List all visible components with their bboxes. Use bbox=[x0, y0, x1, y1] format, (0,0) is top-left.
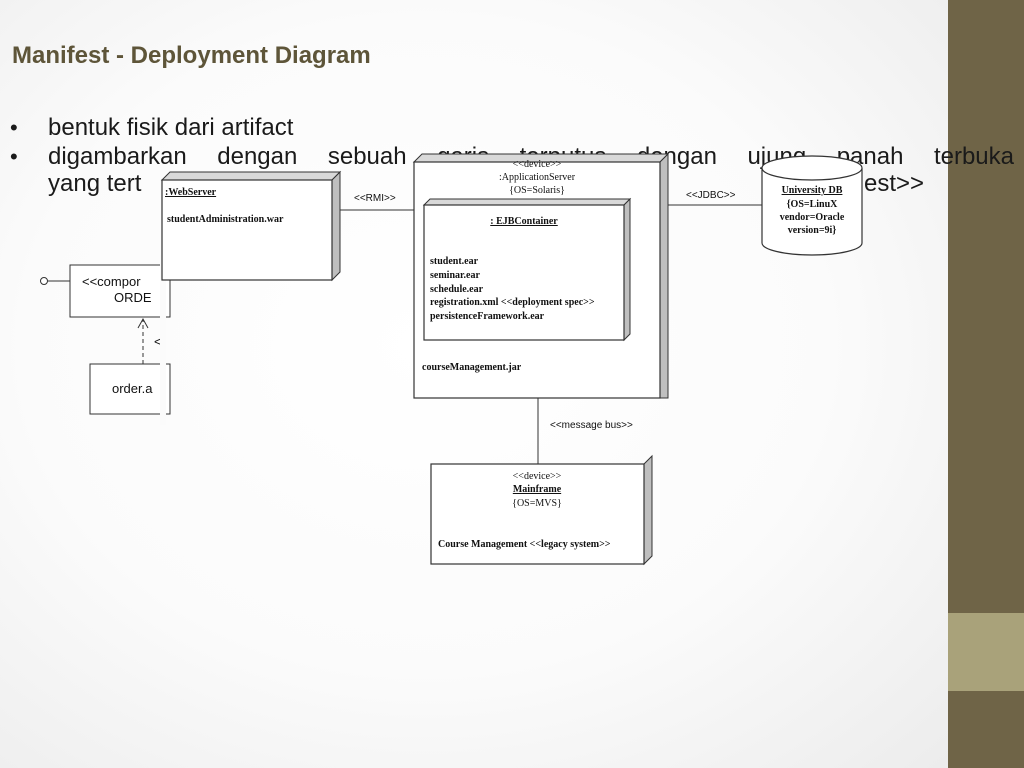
artifact-name: order.a bbox=[112, 381, 153, 396]
node-stereotype: <<device>> bbox=[513, 159, 562, 170]
database-property: {OS=LinuX bbox=[787, 199, 839, 210]
database-name: University DB bbox=[782, 185, 843, 196]
node-front-face bbox=[161, 179, 333, 281]
node-front-face bbox=[430, 463, 645, 565]
slide-title: Manifest - Deployment Diagram bbox=[12, 42, 371, 69]
node-name: :ApplicationServer bbox=[499, 172, 576, 183]
artifact-box bbox=[89, 363, 171, 415]
container-side-face bbox=[623, 197, 631, 342]
sidebar-band-accent bbox=[948, 613, 1024, 691]
mainframe-node: <<device>> Mainframe {OS=MVS} Course Man… bbox=[430, 454, 653, 566]
jdbc-connector: <<JDBC>> bbox=[668, 190, 762, 206]
manifest-label: < bbox=[154, 334, 162, 349]
rmi-connector: <<RMI>> bbox=[340, 193, 414, 211]
ejb-container-node: : EJBContainer student.ear seminar.ear s… bbox=[422, 197, 632, 342]
left-artifact: order.a bbox=[89, 363, 171, 415]
node-properties: {OS=MVS} bbox=[512, 498, 562, 509]
node-side-face bbox=[331, 170, 341, 282]
connector-label: <<JDBC>> bbox=[686, 190, 736, 201]
database-property: version=9i} bbox=[788, 225, 837, 236]
message-bus-connector: <<message bus>> bbox=[537, 398, 633, 464]
container-front-face bbox=[423, 204, 625, 341]
database-property: vendor=Oracle bbox=[780, 212, 845, 223]
database-body bbox=[761, 168, 863, 256]
node-artifact: courseManagement.jar bbox=[422, 362, 522, 373]
component-stereotype: <<compor bbox=[82, 274, 141, 289]
node-side-face bbox=[659, 152, 669, 399]
bullet-text-fragment: est>> bbox=[864, 170, 925, 197]
database-node: University DB {OS=LinuX vendor=Oracle ve… bbox=[761, 155, 863, 256]
container-item: student.ear bbox=[430, 256, 479, 267]
node-name: Mainframe bbox=[513, 484, 562, 495]
node-top-face bbox=[160, 171, 342, 181]
node-artifact: Course Management <<legacy system>> bbox=[438, 539, 611, 550]
bullet-text-continued: yang tert bbox=[48, 170, 141, 197]
node-properties: {OS=Solaris} bbox=[509, 185, 565, 196]
container-name: : EJBContainer bbox=[490, 216, 558, 227]
component-name: ORDE bbox=[114, 290, 152, 305]
deployment-diagram: <<compor ORDE < order.a :WebServer stude… bbox=[40, 152, 863, 566]
node-name: :WebServer bbox=[165, 187, 217, 198]
overlay-edge bbox=[160, 255, 166, 425]
sidebar-band-top bbox=[948, 0, 1024, 613]
bullet-dot-icon: • bbox=[10, 115, 18, 140]
bullet-dot-icon: • bbox=[10, 144, 18, 169]
container-top-face bbox=[422, 198, 632, 206]
connector-label: <<message bus>> bbox=[550, 420, 633, 431]
database-cylinder-icon bbox=[761, 155, 863, 181]
container-item: registration.xml <<deployment spec>> bbox=[430, 297, 595, 308]
container-item: seminar.ear bbox=[430, 270, 480, 281]
container-item: persistenceFramework.ear bbox=[430, 311, 545, 322]
open-arrowhead-icon bbox=[137, 317, 149, 329]
sidebar-band-bottom bbox=[948, 691, 1024, 768]
node-side-face bbox=[643, 454, 653, 566]
component-box bbox=[69, 264, 171, 318]
node-stereotype: <<device>> bbox=[513, 471, 562, 482]
left-manifest-arrow: < bbox=[137, 317, 162, 364]
node-artifact: studentAdministration.war bbox=[167, 214, 284, 225]
interface-lollipop-icon bbox=[40, 277, 48, 285]
bullet-text-fragment: yang tert bbox=[48, 170, 142, 197]
webserver-node: :WebServer studentAdministration.war bbox=[160, 170, 342, 282]
bullet-text: bentuk fisik dari artifact bbox=[48, 114, 294, 141]
connector-label: <<RMI>> bbox=[354, 193, 396, 204]
left-component: <<compor ORDE bbox=[40, 264, 171, 318]
container-item: schedule.ear bbox=[430, 284, 484, 295]
